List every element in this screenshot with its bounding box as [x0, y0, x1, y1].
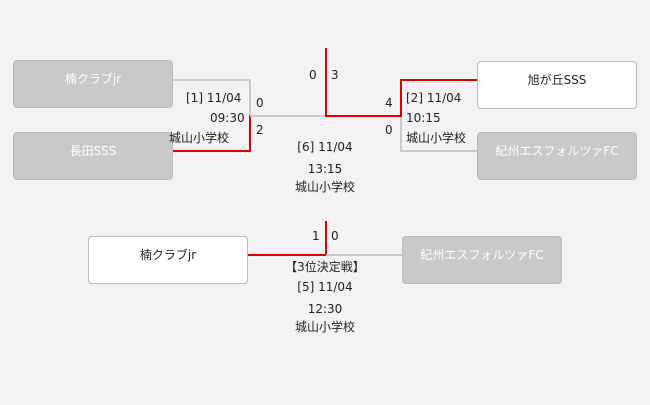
- team-name: 楠クラブjr: [139, 247, 197, 262]
- match-time: 12:30: [307, 302, 343, 316]
- team-name: 旭が丘SSS: [527, 72, 587, 87]
- bracket-line-winner: [248, 254, 326, 256]
- bracket-line: [173, 79, 250, 81]
- bracket-line: [400, 115, 402, 152]
- team-name: 紀州エスフォルツァFC: [495, 143, 619, 158]
- score-third-left: 1: [312, 229, 320, 243]
- score-third-right: 0: [331, 229, 339, 243]
- team-box-sf2-top[interactable]: 旭が丘SSS: [477, 61, 637, 109]
- final-info: [6] 11/04 13:15 城山小学校: [255, 138, 395, 196]
- score-bottom: 2: [256, 123, 264, 137]
- bracket-line: [250, 115, 325, 117]
- bracket-line-winner: [400, 79, 402, 116]
- bracket-line: [400, 150, 477, 152]
- team-box-third-right[interactable]: 紀州エスフォルツァFC: [402, 236, 562, 284]
- team-box-sf1-bottom[interactable]: 長田SSS: [13, 132, 173, 180]
- score-top: 4: [385, 96, 393, 110]
- score-bottom: 0: [385, 123, 393, 137]
- match-venue: 城山小学校: [294, 180, 355, 194]
- team-box-sf1-top[interactable]: 楠クラブjr: [13, 60, 173, 108]
- bracket-line-winner: [325, 115, 402, 117]
- match-venue: 城山小学校: [169, 131, 230, 145]
- score-final-right: 3: [331, 68, 339, 82]
- team-box-third-left[interactable]: 楠クラブjr: [88, 236, 248, 284]
- bracket-line-winner: [173, 150, 250, 152]
- match-venue: 城山小学校: [406, 131, 467, 145]
- third-place-label: 【3位決定戦】: [285, 260, 365, 274]
- match-time: 09:30: [210, 111, 245, 125]
- match-number: [5] 11/04: [297, 280, 353, 294]
- bracket-line-winner: [249, 115, 251, 152]
- score-top: 0: [256, 96, 264, 110]
- team-name: 紀州エスフォルツァFC: [420, 247, 544, 262]
- bracket-line: [249, 79, 251, 116]
- match-number: [6] 11/04: [297, 140, 353, 154]
- match-time: 13:15: [307, 162, 343, 176]
- bracket-line-winner: [400, 79, 477, 81]
- team-name: 楠クラブjr: [64, 71, 122, 86]
- match-time: 10:15: [406, 111, 441, 125]
- match-number: [2] 11/04: [406, 91, 462, 105]
- third-place-info: 【3位決定戦】 [5] 11/04 12:30 城山小学校: [255, 258, 395, 336]
- score-final-left: 0: [309, 68, 317, 82]
- team-name: 長田SSS: [69, 143, 117, 158]
- team-box-sf2-bottom[interactable]: 紀州エスフォルツァFC: [477, 132, 637, 180]
- match-venue: 城山小学校: [294, 320, 355, 334]
- bracket-line: [326, 254, 402, 256]
- bracket-line-winner: [325, 221, 327, 256]
- match-number: [1] 11/04: [186, 91, 242, 105]
- bracket-line-final: [325, 48, 327, 117]
